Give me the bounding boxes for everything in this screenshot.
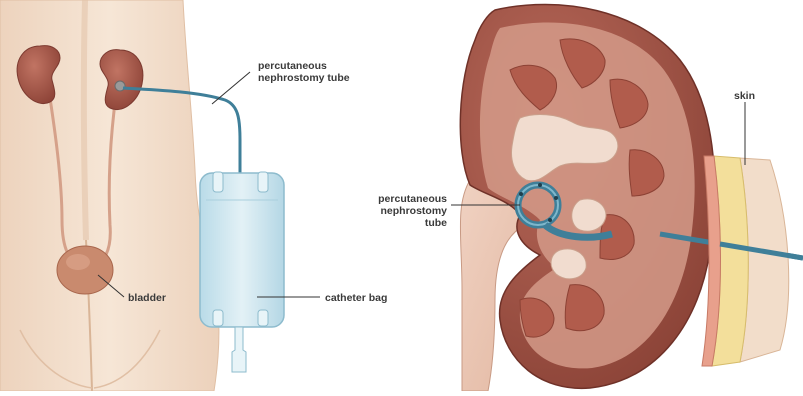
label-line: nephrostomy tube [258, 72, 350, 84]
label-line: nephrostomy [375, 205, 447, 217]
label-line: percutaneous [258, 60, 350, 72]
label-skin: skin [734, 90, 755, 102]
label-catheter-bag: catheter bag [325, 292, 387, 304]
skin-layers [702, 156, 789, 366]
bladder-shape [57, 246, 113, 294]
label-line: percutaneous [375, 193, 447, 205]
label-line: tube [375, 217, 447, 229]
label-bladder: bladder [128, 292, 166, 304]
label-nephrostomy-tube-left: percutaneous nephrostomy tube [258, 60, 350, 84]
label-nephrostomy-tube-right: percutaneous nephrostomy tube [375, 193, 447, 229]
